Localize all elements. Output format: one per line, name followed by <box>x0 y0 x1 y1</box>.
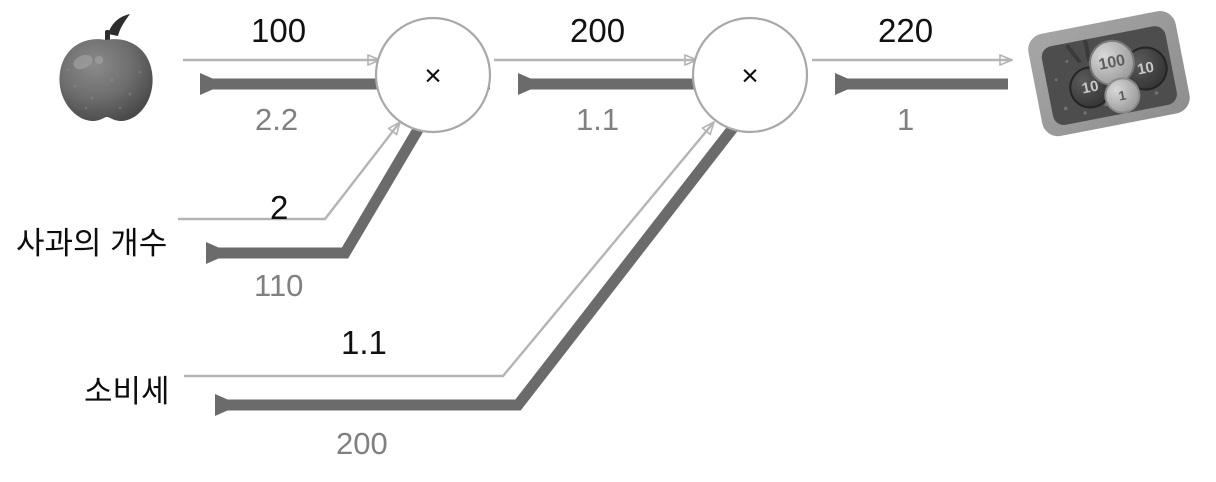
svg-text:100: 100 <box>1097 52 1127 74</box>
forward-edge-applecount-to-mul1 <box>178 122 400 221</box>
forward-value-applecount-to-mul1: 2 <box>270 189 289 226</box>
coin-100: 100 <box>1088 39 1135 86</box>
forward-edge-tax-to-mul2 <box>184 122 714 378</box>
backward-value-money-to-mul2: 1 <box>897 102 915 137</box>
forward-pass-edges <box>178 60 1012 378</box>
coin-1: 1 <box>1104 77 1141 114</box>
backward-edge-mul1-to-applecount <box>206 125 424 264</box>
node-mul1-op: × <box>424 60 442 93</box>
svg-text:1: 1 <box>1117 87 1127 103</box>
backward-pass-edges <box>200 73 1008 416</box>
backward-value-mul2-to-tax: 200 <box>336 426 388 461</box>
apple-illustration <box>59 14 153 121</box>
forward-value-mul2-to-money: 220 <box>878 12 934 49</box>
node-mul2[interactable]: × <box>691 16 809 134</box>
variable-label-consumption-tax: 소비세 <box>84 374 170 409</box>
coin-10-left: 10 <box>1069 66 1112 109</box>
forward-value-mul1-to-mul2: 200 <box>570 12 626 49</box>
svg-text:10: 10 <box>1136 59 1156 79</box>
backward-value-mul1-to-applecount: 110 <box>254 268 304 303</box>
backward-value-mul2-to-mul1: 1.1 <box>576 102 620 137</box>
money-tray-illustration: 10 10 100 1 <box>1028 11 1190 137</box>
svg-text:10: 10 <box>1080 78 1100 98</box>
backward-value-mul1-to-apple: 2.2 <box>255 102 299 137</box>
node-mul1[interactable]: × <box>374 16 492 134</box>
backward-edge-mul2-to-tax <box>215 124 738 416</box>
node-mul2-op: × <box>741 60 759 93</box>
forward-value-tax-to-mul2: 1.1 <box>341 324 387 361</box>
variable-label-apple-count: 사과의 개수 <box>16 226 168 261</box>
forward-value-apple-to-mul1: 100 <box>251 12 307 49</box>
